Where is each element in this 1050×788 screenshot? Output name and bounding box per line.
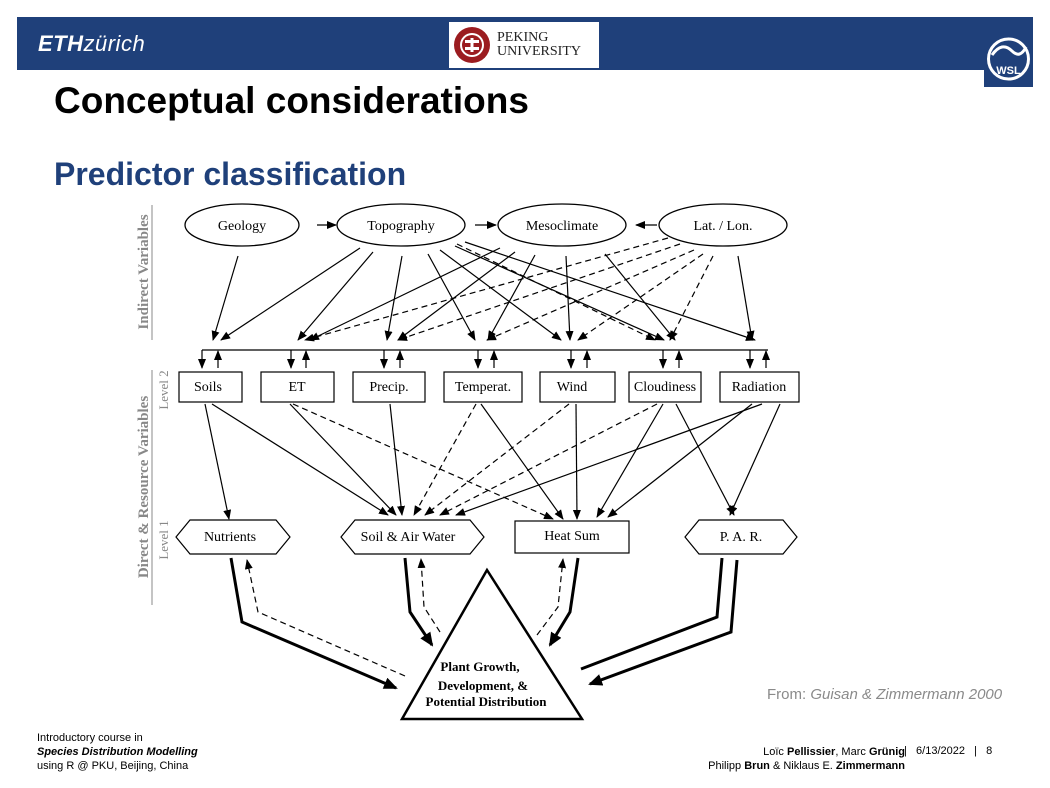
indirect-to-level2-solid (211, 241, 756, 341)
citation-source: Guisan & Zimmermann 2000 (810, 686, 1003, 703)
node-nutrients (175, 519, 291, 555)
footer-meta: | 6/13/2022 | 8 (904, 745, 993, 757)
label-indirect-variables: Indirect Variables (136, 214, 152, 329)
indirect-to-level2-dashed (304, 237, 714, 342)
author3-first: Philipp (708, 760, 745, 772)
pku-seal-icon (454, 27, 490, 63)
node-topography-label: Topography (367, 219, 434, 234)
course-line-1: Introductory course in (37, 732, 143, 744)
node-lat-lon (658, 203, 788, 247)
outcome-line2: Development, & (438, 678, 528, 693)
outcome-line1: Plant Growth, (440, 659, 519, 674)
citation-prefix: From: (767, 686, 811, 703)
left-axis-labels: Indirect Variables Direct & Resource Var… (136, 205, 171, 605)
wsl-logo: WSL (984, 17, 1033, 87)
author4-last: Zimmermann (835, 760, 905, 772)
outcome-to-level1-dashed (244, 558, 567, 677)
node-wind (539, 371, 616, 403)
node-wind-label: Wind (557, 380, 588, 395)
author3-last: Brun (744, 760, 770, 772)
node-et-label: ET (288, 380, 306, 395)
footer-authors: Loïc Pellissier, Marc Grünig Philipp Bru… (708, 745, 905, 773)
author1-last: Pellissier (786, 746, 836, 758)
node-mesoclimate (497, 203, 627, 247)
citation: From: Guisan & Zimmermann 2000 (767, 686, 1002, 703)
node-cloudiness-label: Cloudiness (634, 380, 696, 395)
node-par (684, 519, 798, 555)
node-radiation (719, 371, 800, 403)
pku-name-line1: PEKING (497, 30, 549, 45)
node-mesoclimate-label: Mesoclimate (526, 219, 598, 234)
author1-first: Loïc (763, 746, 787, 758)
outcome-line3: Potential Distribution (426, 694, 548, 709)
node-soils-label: Soils (194, 380, 222, 395)
node-heat-sum (514, 520, 630, 554)
level2-to-level1-solid (204, 403, 781, 520)
node-precip-label: Precip. (369, 380, 408, 395)
node-soil-air-water-label: Soil & Air Water (361, 530, 456, 545)
wsl-label: WSL (996, 65, 1021, 77)
label-level-1: Level 1 (156, 520, 171, 559)
eth-zurich-logo: ETHzürich (38, 31, 146, 56)
node-nutrients-label: Nutrients (204, 530, 256, 545)
level2-nodes: Soils ET Precip. Temperat. Wind Cloudine… (178, 371, 800, 403)
author-sep2: & Niklaus E. (769, 760, 836, 772)
pku-name-line2: UNIVERSITY (497, 44, 581, 59)
label-direct-resource-variables: Direct & Resource Variables (136, 396, 152, 578)
level2-to-level1-dashed (292, 403, 658, 520)
node-temperat-label: Temperat. (455, 380, 511, 395)
footer-course-info: Introductory course in Species Distribut… (37, 731, 198, 773)
node-lat-lon-label: Lat. / Lon. (693, 219, 752, 234)
slide-subtitle: Predictor classification (54, 156, 407, 192)
level2-bus (198, 349, 770, 369)
level1-to-outcome-bold (229, 557, 739, 690)
node-geology (184, 203, 300, 247)
node-geology-label: Geology (218, 219, 266, 234)
indirect-nodes: Geology Topography Mesoclimate Lat. / Lo… (184, 203, 788, 247)
level1-nodes: Nutrients Soil & Air Water Heat Sum P. A… (175, 519, 798, 555)
label-level-2: Level 2 (156, 370, 171, 409)
node-precip (352, 371, 426, 403)
page-number: 8 (986, 745, 993, 757)
node-soils (178, 371, 243, 403)
footer-date: 6/13/2022 (916, 745, 965, 757)
node-heat-sum-label: Heat Sum (544, 529, 600, 544)
course-line-3: using R @ PKU, Beijing, China (37, 760, 189, 772)
node-par-label: P. A. R. (720, 530, 762, 545)
node-radiation-label: Radiation (732, 380, 786, 395)
outcome-triangle (399, 567, 585, 721)
course-line-2: Species Distribution Modelling (37, 746, 198, 758)
page-title: Conceptual considerations (54, 80, 529, 121)
outcome-node: Plant Growth, Development, & Potential D… (399, 567, 585, 721)
node-cloudiness (628, 371, 702, 403)
author-sep1: , Marc (835, 746, 869, 758)
node-et (260, 371, 335, 403)
node-topography (336, 203, 466, 247)
node-temperat (443, 371, 523, 403)
author2-last: Grünig (868, 746, 905, 758)
node-soil-air-water (340, 519, 485, 555)
